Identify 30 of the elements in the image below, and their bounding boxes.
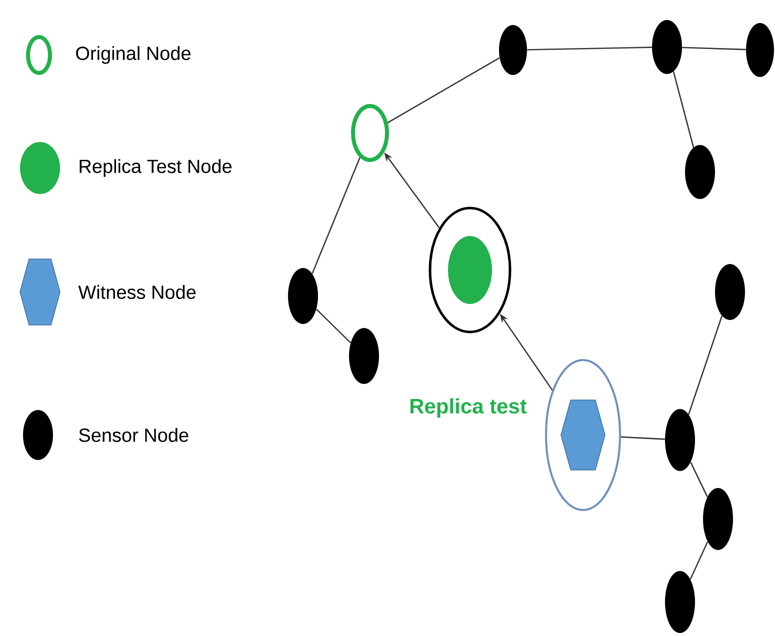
link-line [312,157,361,274]
sensor-node [665,409,695,471]
sensor-node [499,25,527,75]
link-line [682,46,746,50]
link-line [620,436,665,440]
sensor-node [288,268,318,324]
link-line [690,541,708,580]
sensor-node [715,264,745,320]
link-line [690,462,708,498]
legend-label: Replica Test Node [80,159,232,177]
legend-label: Original Node [76,46,190,64]
link-line [387,57,500,124]
replica-test-node [448,236,492,304]
link-line [527,46,652,50]
test-ring [428,206,512,334]
link-line [672,71,694,148]
legend-label: Witness Node [78,285,196,299]
original-node [351,104,389,162]
sensor-node [746,23,774,77]
sensor-node [349,328,379,384]
edge-label: Replica test [408,397,528,419]
sensor-node [652,20,682,74]
sensor-node [685,145,715,199]
witness-ring [545,359,621,511]
sensor-node [703,488,733,550]
link-line [688,316,723,415]
legend-label: Sensor Node [79,428,188,442]
witness-node [560,400,606,470]
link-line [316,308,352,344]
sensor-node [665,571,695,633]
